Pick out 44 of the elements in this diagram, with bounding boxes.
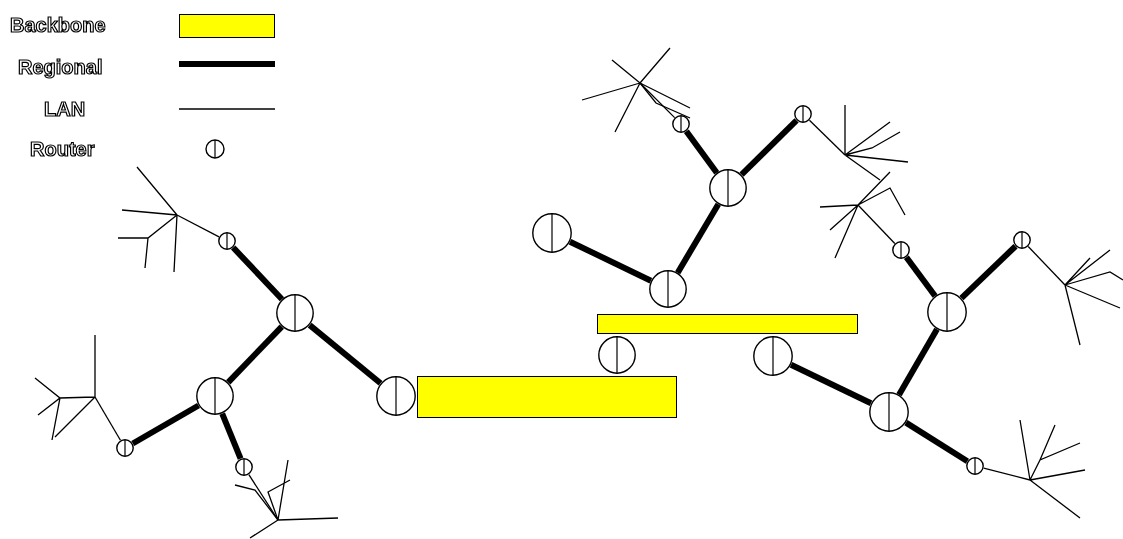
router-symbol (1013, 231, 1031, 249)
lan-link (857, 204, 896, 245)
regional-link (131, 402, 201, 447)
regional-link (739, 118, 799, 177)
regional-link (226, 324, 284, 385)
lan-link (94, 396, 122, 441)
backbone-bar (417, 376, 677, 418)
lan-link (808, 119, 846, 156)
legend-label: Backbone (10, 14, 106, 36)
regional-link (903, 255, 938, 298)
regional-link (904, 420, 969, 464)
router-symbol (892, 241, 910, 259)
router-symbol (196, 377, 234, 415)
lan-link (176, 214, 220, 238)
regional-link (219, 412, 244, 460)
router-symbol (966, 457, 984, 475)
router-symbol (598, 336, 636, 374)
router-symbol (218, 232, 236, 250)
lan-link (983, 467, 1031, 481)
regional-link (896, 327, 940, 397)
regional-link (568, 239, 653, 284)
backbone-bar (597, 314, 858, 334)
legend-label: Router (30, 138, 95, 160)
router-symbol (709, 169, 747, 207)
router-symbol (794, 105, 812, 123)
router-symbol (753, 336, 793, 376)
router-symbol (276, 294, 314, 332)
regional-link (231, 245, 285, 302)
lan-link (1027, 245, 1066, 286)
regional-link (959, 244, 1018, 301)
legend-label: LAN (44, 98, 86, 120)
legend-label: Regional (18, 56, 103, 78)
router-symbol (235, 458, 253, 476)
router-symbol (116, 439, 134, 457)
regional-link (675, 202, 721, 275)
router-symbol (927, 292, 967, 332)
regional-link (789, 362, 873, 406)
regional-link (683, 129, 720, 175)
router-symbol (532, 213, 572, 253)
regional-link (307, 322, 383, 386)
router-symbol (376, 376, 416, 416)
router-symbol (869, 392, 909, 432)
router-symbol (649, 270, 687, 308)
router-symbol (672, 115, 690, 133)
